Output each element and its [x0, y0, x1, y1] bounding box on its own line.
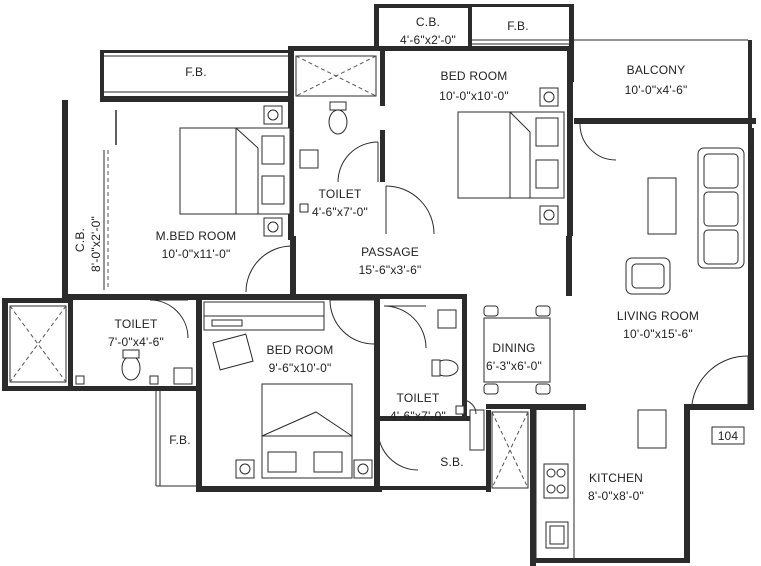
toilet1-name: TOILET — [319, 187, 362, 201]
balcony-name: BALCONY — [627, 63, 686, 77]
bedroom1-bed — [457, 87, 565, 225]
fb-top-right-name: F.B. — [507, 19, 528, 33]
passage-name: PASSAGE — [361, 245, 419, 259]
kitchen-name: KITCHEN — [589, 471, 643, 485]
toilet-left-dim: 7'-0"x4'-6" — [108, 335, 164, 349]
unit-number: 104 — [718, 429, 739, 443]
kitchen-dim: 8'-0"x8'-0" — [588, 489, 644, 503]
master-bed — [179, 105, 291, 237]
sb-name: S.B. — [440, 455, 463, 469]
fb-bottom-left-name: F.B. — [169, 433, 190, 447]
master-bedroom-name: M.BED ROOM — [156, 229, 237, 243]
cb-left-name: C.B. — [73, 228, 87, 252]
room-labels: C.B. 4'-6"x2'-0" F.B. F.B. BED ROOM 10'-… — [73, 15, 699, 503]
cb-top-name: C.B. — [416, 15, 440, 29]
sofa — [697, 147, 745, 269]
fb-top-left-name: F.B. — [185, 65, 206, 79]
bedroom1-name: BED ROOM — [441, 69, 508, 83]
master-bedroom-dim: 10'-0"x11'-0" — [162, 247, 231, 261]
passage-dim: 15'-6"x3'-6" — [359, 263, 422, 277]
dining-dim: 6'-3"x6'-0" — [486, 359, 542, 373]
balcony-dim: 10'-0"x4'-6" — [625, 83, 688, 97]
dining-set — [483, 305, 551, 395]
unit-number-box: 104 — [711, 426, 745, 445]
toilet1-dim: 4'-6"x7'-0" — [312, 205, 368, 219]
shafts — [9, 55, 529, 489]
toilet2-dim: 4'-6"x7'-0" — [390, 409, 446, 423]
bedroom1-dim: 10'-0"x10'-0" — [439, 89, 509, 103]
furniture — [75, 87, 745, 549]
walls — [2, 4, 756, 566]
cb-left-dim: 8'-0"x2'-0" — [89, 216, 103, 272]
bedroom2-bed — [235, 383, 373, 479]
doors — [149, 123, 749, 471]
toilet2-name: TOILET — [397, 391, 440, 405]
dining-name: DINING — [492, 341, 535, 355]
fixtures-lines — [103, 39, 753, 558]
toilet-left-name: TOILET — [115, 317, 158, 331]
living-room-dim: 10'-0"x15'-6" — [623, 327, 693, 341]
cb-top-dim: 4'-6"x2'-0" — [400, 33, 456, 47]
living-room-name: LIVING ROOM — [617, 309, 699, 323]
bedroom2-dim: 9'-6"x10'-0" — [269, 361, 332, 375]
bedroom2-name: BED ROOM — [267, 343, 334, 357]
